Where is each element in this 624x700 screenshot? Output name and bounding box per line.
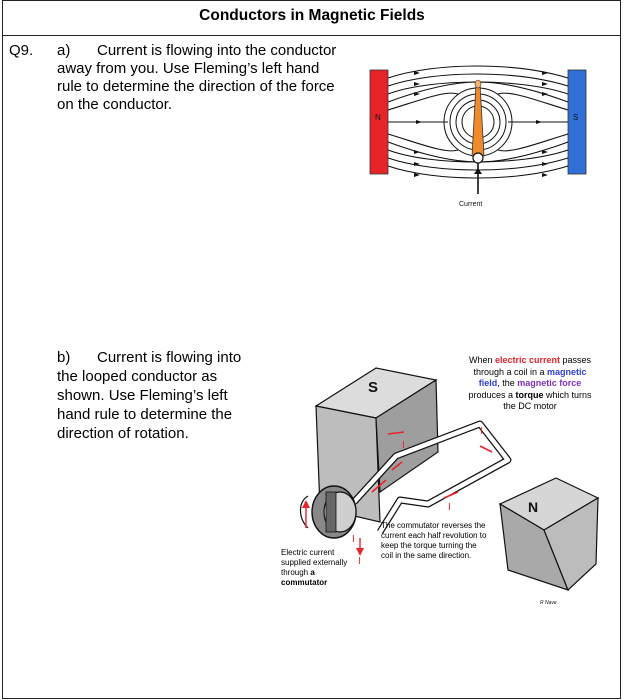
figure-b-motor-diagram: S N I I I I I R Nave <box>299 367 600 606</box>
caption-mid3: produces a <box>468 389 516 400</box>
caption-magnetic-field: magnetic field <box>478 366 587 389</box>
north-pole-label-b: N <box>528 499 538 515</box>
question-a: a)Current is flowing into the conductor … <box>57 42 342 114</box>
north-pole-label: N <box>375 113 381 122</box>
current-symbol-4: I <box>352 534 355 545</box>
current-symbol-5: I <box>358 556 361 567</box>
commutator-note: The commutator reverses the current each… <box>381 521 487 560</box>
question-a-text: Current is flowing into the conductor aw… <box>57 42 337 113</box>
caption-post: which turns the DC motor <box>503 389 592 412</box>
motor-caption: When electric current passes through a c… <box>468 355 592 413</box>
caption-pre: When <box>468 355 495 365</box>
current-label: Current <box>459 201 482 208</box>
supply-note-text: Electric current supplied externally thr… <box>281 548 348 577</box>
top-border <box>2 0 621 1</box>
title-divider <box>2 35 621 36</box>
caption-mid1: passes through a coil in a <box>473 355 592 377</box>
supply-note: Electric current supplied externally thr… <box>281 548 359 588</box>
brush-wire-top <box>299 495 309 529</box>
current-arrows <box>371 431 493 499</box>
current-symbol-3: I <box>448 502 451 513</box>
field-direction-arrows <box>414 71 548 177</box>
caption-mid2: , the <box>497 378 518 388</box>
question-b: b)Current is flowing into the looped con… <box>57 348 262 443</box>
question-a-label: a) <box>57 42 71 59</box>
caption-magnetic-force: magnetic force <box>517 378 582 388</box>
figure-a-field-diagram: N S Current <box>369 65 587 208</box>
current-symbol-1: I <box>402 440 405 451</box>
north-pole-magnet <box>369 69 389 175</box>
page-title: Conductors in Magnetic Fields <box>199 7 425 24</box>
caption-torque: torque <box>515 389 544 400</box>
south-pole-label: S <box>573 113 578 122</box>
commutator <box>311 485 357 539</box>
north-magnet <box>498 477 600 592</box>
south-pole-label-b: S <box>368 379 378 396</box>
question-b-text: Current is flowing into the looped condu… <box>57 349 242 442</box>
question-number: Q9. <box>9 42 34 59</box>
south-pole-magnet <box>567 69 587 175</box>
supply-note-bold: a commutator <box>281 568 328 587</box>
question-b-label: b) <box>57 349 71 366</box>
current-symbol-2: I <box>480 426 483 437</box>
credit: R Nave <box>540 600 557 606</box>
caption-electric-current: electric current <box>494 355 560 365</box>
